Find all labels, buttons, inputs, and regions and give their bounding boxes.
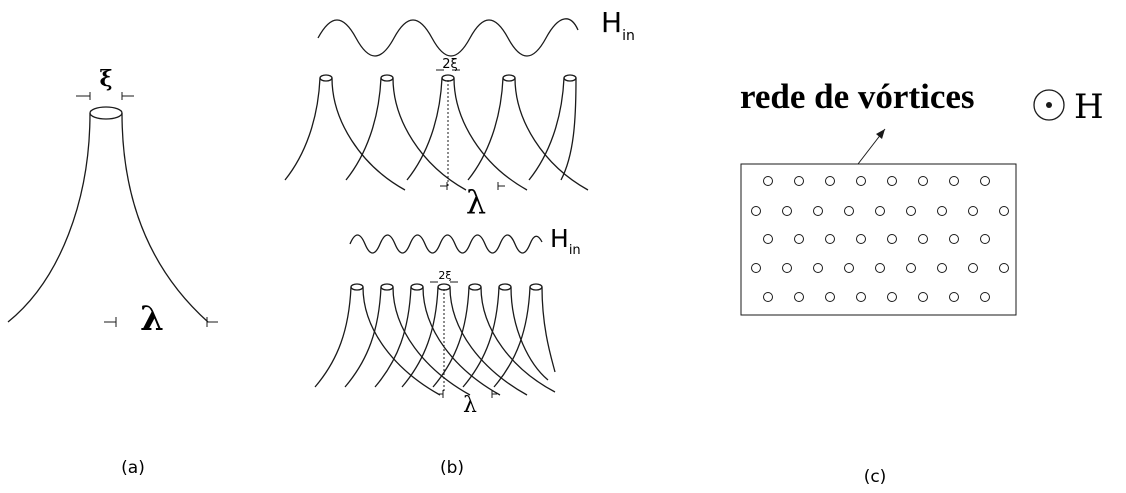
lattice-vortex-circle xyxy=(782,206,792,216)
lattice-vortex-circle xyxy=(763,234,773,244)
lattice-vortex-circle xyxy=(825,234,835,244)
panel-b-bottom: Hin xyxy=(314,224,581,478)
lattice-vortex-circle xyxy=(856,234,866,244)
lambda-marker xyxy=(104,317,218,327)
lambda-marker-top xyxy=(440,182,505,190)
field-label-c: H xyxy=(1074,87,1104,127)
spacing-label-bottom: 2ξ xyxy=(438,269,451,282)
vortex-row-top xyxy=(284,74,589,191)
lattice-vortex-circle xyxy=(949,292,959,302)
lambda-label: λ xyxy=(140,299,164,339)
vortex-top-4 xyxy=(467,74,589,191)
vortex-top-3 xyxy=(406,74,528,191)
lattice-vortex-circle xyxy=(980,234,990,244)
vortex-top-1 xyxy=(284,74,406,191)
lattice-vortex-circle xyxy=(844,206,854,216)
spacing-label-top: 2ξ xyxy=(442,57,458,72)
lattice-vortex-circle xyxy=(949,176,959,186)
lattice-vortex-circle xyxy=(825,176,835,186)
panel-c: rede de vórtices H (c) xyxy=(740,77,1104,487)
lambda-label-bottom: λ xyxy=(463,393,477,418)
field-label-bottom: Hin xyxy=(550,224,581,258)
field-label-top: Hin xyxy=(601,6,635,44)
panel-b-top: Hin 2ξ xyxy=(284,6,635,221)
lambda-marker-bottom xyxy=(438,390,497,398)
lattice-vortex-circle xyxy=(751,206,761,216)
vortex-bottom-1 xyxy=(314,283,441,396)
lattice-vortex-circle xyxy=(999,206,1009,216)
vortex-bottom-3 xyxy=(374,283,501,396)
lattice-vortex-circle xyxy=(980,176,990,186)
field-wave-bottom xyxy=(349,234,543,254)
xi-label: ξ xyxy=(99,66,112,92)
vortex-bottom-2 xyxy=(344,283,471,396)
vortex-bottom-4 xyxy=(401,283,528,396)
lattice-vortex-circle xyxy=(887,292,897,302)
vortex-left-edge xyxy=(7,112,91,323)
lattice-vortex-circle xyxy=(763,292,773,302)
caption-b: (b) xyxy=(440,458,464,478)
vortex-top-5 xyxy=(528,74,577,181)
panel-a: ξ λ (a) xyxy=(7,66,218,478)
lattice-title: rede de vórtices xyxy=(740,77,975,116)
vortex-lattice xyxy=(751,176,1009,302)
vortex-bottom-7 xyxy=(493,283,556,388)
field-dot xyxy=(1046,102,1052,108)
lattice-vortex-circle xyxy=(968,263,978,273)
lattice-vortex-circle xyxy=(918,292,928,302)
lattice-vortex-circle xyxy=(856,176,866,186)
lattice-vortex-circle xyxy=(782,263,792,273)
vortex-core-ellipse xyxy=(89,106,123,120)
lattice-vortex-circle xyxy=(887,234,897,244)
lattice-vortex-circle xyxy=(856,292,866,302)
lattice-vortex-circle xyxy=(875,206,885,216)
lattice-vortex-circle xyxy=(999,263,1009,273)
lattice-vortex-circle xyxy=(887,176,897,186)
caption-c: (c) xyxy=(864,467,887,487)
lattice-vortex-circle xyxy=(918,176,928,186)
lambda-label-top: λ xyxy=(466,183,486,221)
field-wave-top xyxy=(317,18,579,57)
caption-a: (a) xyxy=(121,458,145,478)
lattice-vortex-circle xyxy=(906,263,916,273)
sample-rectangle xyxy=(740,163,1017,316)
lattice-vortex-circle xyxy=(875,263,885,273)
lattice-vortex-circle xyxy=(937,263,947,273)
lattice-vortex-circle xyxy=(794,234,804,244)
pointer-arrowhead xyxy=(876,129,885,139)
lattice-vortex-circle xyxy=(813,263,823,273)
lattice-vortex-circle xyxy=(844,263,854,273)
lattice-vortex-circle xyxy=(968,206,978,216)
vortex-bottom-6 xyxy=(462,283,549,388)
lattice-vortex-circle xyxy=(794,176,804,186)
lattice-vortex-circle xyxy=(918,234,928,244)
vortex-bottom-5 xyxy=(432,283,556,393)
vortex-right-edge xyxy=(121,112,209,323)
field-out-of-page-icon xyxy=(1033,89,1065,121)
lattice-vortex-circle xyxy=(813,206,823,216)
lattice-vortex-circle xyxy=(825,292,835,302)
vortex-top-2 xyxy=(345,74,467,191)
lattice-vortex-circle xyxy=(906,206,916,216)
lattice-vortex-circle xyxy=(751,263,761,273)
lattice-vortex-circle xyxy=(980,292,990,302)
lattice-vortex-circle xyxy=(794,292,804,302)
vortex-row-bottom xyxy=(314,283,556,396)
lattice-vortex-circle xyxy=(937,206,947,216)
lattice-vortex-circle xyxy=(949,234,959,244)
xi-marker xyxy=(76,92,134,100)
lattice-vortex-circle xyxy=(763,176,773,186)
